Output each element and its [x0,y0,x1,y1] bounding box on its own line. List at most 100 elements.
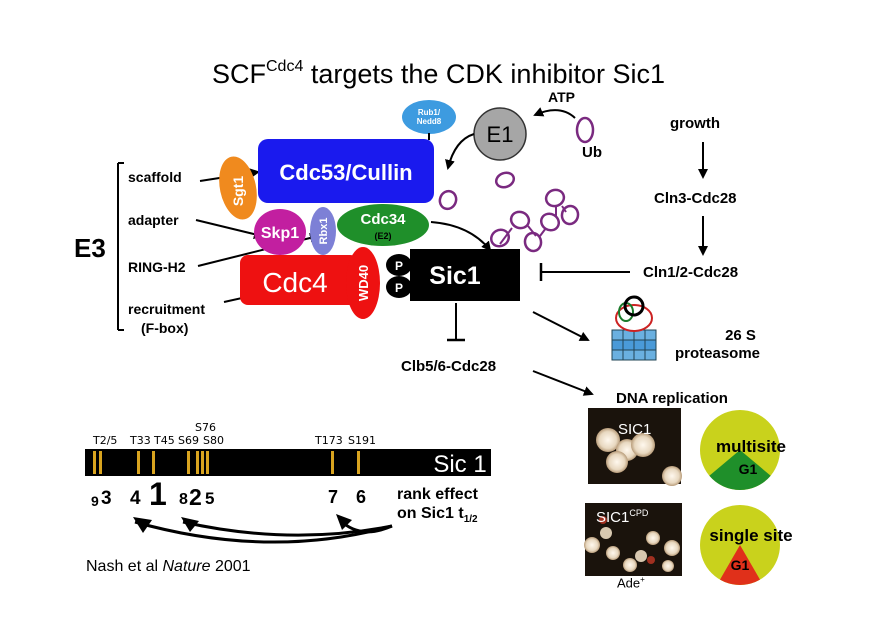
rank-2: 2 [189,484,202,510]
nedd8-label: Nedd8 [417,117,442,126]
phospho-2 [386,276,412,298]
proteasome-26s-label: 26 S [725,327,756,344]
clb-to-dna-arrow [532,370,594,396]
ub-transfer-arrow [430,221,492,252]
ub-label: Ub [582,144,602,161]
ubiquitin-ring [575,116,595,144]
site-t2-5: T2/5 [93,434,118,447]
rub1-label: Rub1/ [418,108,441,117]
phospho-1 [386,254,412,276]
growth-label: growth [670,115,720,132]
sgt1-ellipse [219,156,257,220]
rbx1-label: Rbx1 [318,218,330,245]
sic1-sequence-bar [85,449,491,476]
rank-9: 9 [91,493,99,509]
rub1-nedd8-ellipse [402,100,456,134]
rank-connector-arcs [134,518,393,544]
phospho-label-1: P [395,259,403,273]
e1-label: E1 [487,122,514,147]
site-t33: T33 [130,434,151,447]
cln3-label: Cln3-Cdc28 [654,190,737,207]
sgt1-label: Sgt1 [230,176,246,207]
wd40-label: WD40 [356,265,371,301]
phospho-label-2: P [395,281,403,295]
pie-single-site [700,505,780,585]
e3-label: E3 [74,233,106,263]
site-t45: T45 [154,434,175,447]
site-tick [206,451,209,474]
rank-effect-label: rank effect [397,486,478,503]
proteasome-label: proteasome [675,345,761,362]
pie1-multisite-label: multisite [716,437,786,456]
skp1-label: Skp1 [261,225,299,242]
site-tick [331,451,334,474]
ubiquitin-ring [523,231,543,253]
colony-panel-sic1 [588,408,682,486]
sic1cpd-panel-label: SIC1CPD [596,508,649,526]
pie-multisite [700,410,780,491]
cullin-block [258,139,434,203]
ubiquitin-ring [494,171,516,189]
colony-panel-sic1cpd [584,503,682,576]
rank-7: 7 [328,487,339,507]
pie2-single-label: single site [709,526,792,545]
site-s76: S76 [195,421,216,434]
ubiquitin-ring [438,189,458,211]
sic1-bar-label: Sic 1 [433,451,486,478]
rank-1: 1 [149,476,167,512]
atp-label: ATP [548,89,575,105]
cdc4-label: Cdc4 [262,267,327,298]
rank-4: 4 [130,488,141,509]
ubiquitin-group [438,116,595,253]
pie1-g1-label: G1 [739,461,758,477]
rank-5: 5 [205,489,215,508]
ubiquitin-ring [539,212,561,232]
f-box-label: (F-box) [141,320,189,336]
atp-arrow [533,107,576,119]
site-s80: S80 [203,434,224,447]
site-tick [357,451,360,474]
dna-replication-label: DNA replication [616,390,728,407]
sic1-panel-label: SIC1 [618,421,652,438]
scaffold-label: scaffold [128,169,182,185]
cdc34-label: Cdc34 [360,211,406,228]
adapter-arrow [195,219,264,239]
cullin-label: Cdc53/Cullin [279,160,412,185]
rank-3: 3 [101,488,112,509]
adapter-label: adapter [128,212,179,228]
clb56-label: Clb5/6-Cdc28 [401,358,497,375]
ade-label: Ade+ [617,575,645,591]
rbx1-ellipse [310,207,336,255]
ring-h2-label: RING-H2 [128,259,186,275]
site-tick [187,451,190,474]
recruitment-label: recruitment [128,301,206,317]
rank-arrowheads [133,514,352,533]
phosphosite-ticks [93,451,360,474]
cdc4-block [240,255,358,305]
site-t173: T173 [315,434,343,447]
site-tick [196,451,199,474]
site-tick [99,451,102,474]
site-tick [152,451,155,474]
cdc34-ellipse [337,204,429,246]
e2-label: (E2) [374,231,391,241]
rank-6: 6 [356,487,367,507]
sic1-label: Sic1 [429,262,481,290]
rank-8: 8 [179,491,188,508]
sic1-block [410,249,520,301]
cln12-label: Cln1/2-Cdc28 [643,264,739,281]
rank-effect-label-2: on Sic1 t1/2 [397,505,478,526]
site-tick [93,451,96,474]
ubiquitin-ring [489,228,511,248]
ubiquitin-ring [560,204,580,226]
citation: Nash et al Nature 2001 [86,558,251,575]
site-tick [137,451,140,474]
wd40-ellipse [346,247,380,319]
sic1-to-proteasome-arrow [532,311,590,341]
site-s191: S191 [348,434,376,447]
proteasome-icon [611,295,657,361]
site-tick [201,451,204,474]
skp1-ellipse [254,209,306,255]
ubiquitin-ring [544,188,566,208]
